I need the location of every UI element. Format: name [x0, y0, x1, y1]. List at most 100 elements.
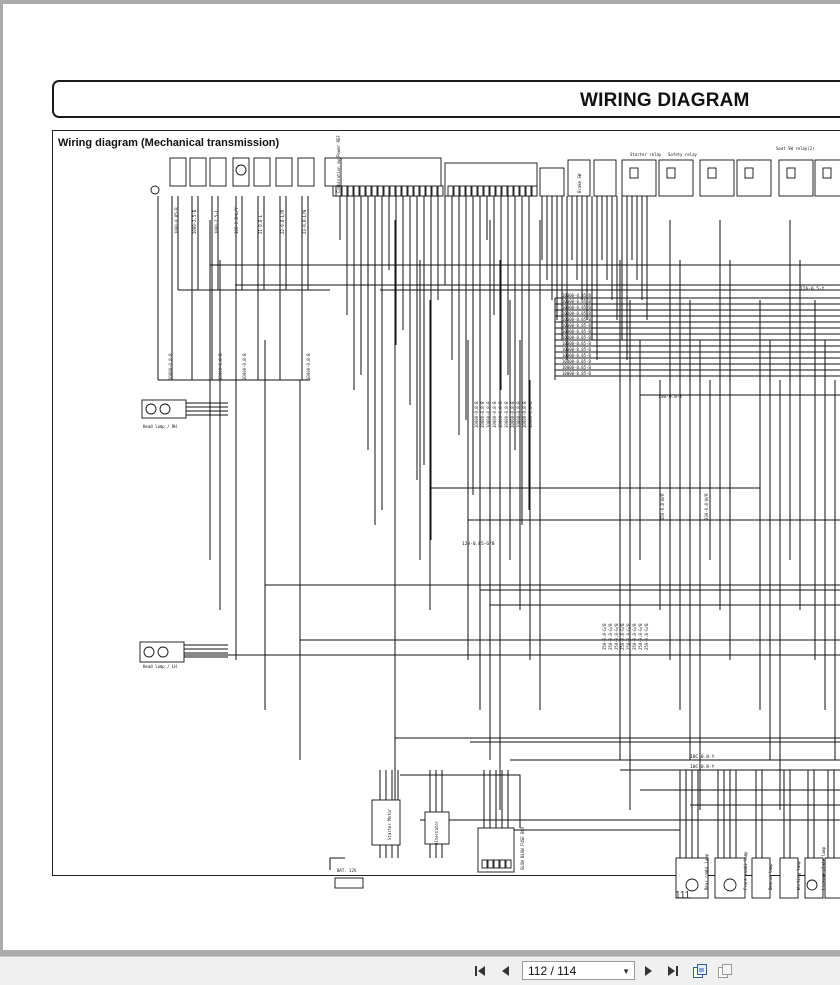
wiring-diagram: 10000-0.85-B10000-0.85-B10000-0.85-B1000…	[139, 135, 840, 899]
page-title: WIRING DIAGRAM	[580, 90, 750, 111]
bus-wire-label: 10000-0.85-B	[562, 293, 591, 298]
bus-wire-label: 10000-0.85-B	[562, 299, 591, 304]
wire-label: 10000-0.8-B	[504, 401, 509, 428]
fit-page-button[interactable]	[692, 963, 708, 979]
combination-switch	[324, 157, 342, 187]
bus-wire-label: 10000-0.85-B	[562, 347, 591, 352]
wire-label: 10000-0.8-B	[218, 353, 223, 380]
fuse	[481, 859, 488, 869]
fuse	[499, 859, 506, 869]
lamp-icon	[145, 403, 157, 415]
lamp-icon	[159, 403, 171, 415]
fuse	[487, 859, 494, 869]
wire-label: 21-0.8-L	[258, 214, 263, 234]
wire-label: 150-0.8-Y	[658, 394, 683, 400]
wire-label: 250-0.8-G/B	[602, 623, 607, 650]
connector-pin	[507, 185, 514, 197]
wire-segment	[329, 857, 345, 870]
wire-label: 10000-0.8-B	[492, 401, 497, 428]
connector-pin	[425, 185, 432, 197]
field-off-relay	[699, 159, 735, 197]
battery	[334, 877, 364, 889]
wire-label: 250-0.8-G/B	[626, 623, 631, 650]
connector-pin	[437, 185, 444, 197]
page-selector[interactable]: 112 / 114 ▼	[522, 961, 635, 980]
wire-label: 10000-0.8-B	[306, 353, 311, 380]
wire-label: 10000-0.8-B	[522, 401, 527, 428]
lamp-icon	[157, 646, 169, 658]
connector-pin	[501, 185, 508, 197]
wire-label: 10C-0.8-Y	[690, 754, 715, 760]
relay-coil	[707, 167, 717, 179]
fuel-sender	[189, 157, 207, 187]
lamp-icon	[685, 878, 699, 892]
viewer-toolbar: 112 / 114 ▼	[0, 956, 840, 985]
header-banner	[52, 80, 840, 118]
connector-pin	[353, 185, 360, 197]
water-separator	[297, 157, 315, 187]
starter-motor	[371, 799, 401, 846]
resistor-connector	[593, 159, 617, 197]
next-page-button[interactable]	[641, 963, 657, 979]
connector-pin	[513, 185, 520, 197]
connector-pin	[489, 185, 496, 197]
fuse	[505, 859, 512, 869]
wire-label: 250-0.8-G/B	[620, 623, 625, 650]
water-temp-switch	[253, 157, 271, 187]
wire-label: 23-0.8-L/W	[302, 209, 307, 234]
wire-label: 250-0.8-G/B	[644, 623, 649, 650]
connector-pin	[447, 185, 454, 197]
relay-coil	[744, 167, 754, 179]
horn	[169, 157, 187, 187]
components	[139, 157, 840, 899]
bus-wire-label: 10000-0.85-B	[562, 317, 591, 322]
connector-pin	[401, 185, 408, 197]
last-page-button[interactable]	[665, 963, 681, 979]
bus-wire-label: 10000-0.85-B	[562, 323, 591, 328]
diagram-frame	[52, 130, 840, 876]
wire-segment	[400, 774, 521, 828]
fuse	[493, 859, 500, 869]
component-label: Brake SW	[577, 173, 582, 193]
previous-page-button[interactable]	[497, 963, 513, 979]
wire-label: 250-0.8-G/B	[638, 623, 643, 650]
connector-pin	[525, 185, 532, 197]
bus-wire-label: 10000-0.85-B	[562, 335, 591, 340]
starter-relay	[621, 159, 657, 197]
bus-wire-label: 10000-0.85-B	[562, 359, 591, 364]
wire-label: 250-0.8-G/B	[614, 623, 619, 650]
first-page-icon	[475, 966, 485, 976]
connector-pin	[431, 185, 438, 197]
connector-pin	[419, 185, 426, 197]
wire-label: 22-0.8-L/R	[280, 209, 285, 234]
page-number: 111	[675, 890, 691, 901]
alternator	[424, 811, 450, 845]
wire-label: 10000-0.8-B	[474, 401, 479, 428]
wire-label: 1000-2.5-B	[192, 209, 197, 234]
connector-pin	[477, 185, 484, 197]
fit-page-icon	[693, 964, 707, 978]
lamp-icon	[723, 878, 737, 892]
wire-label: 10000-0.8-B	[510, 401, 515, 428]
bus-wire-label: 10000-0.85-B	[562, 341, 591, 346]
connector-pin	[519, 185, 526, 197]
wire-label: 12A-0.5-Y	[800, 286, 825, 292]
component-label: Safety relay	[668, 152, 697, 157]
wire-label: 10000-0.8-B	[242, 353, 247, 380]
chevron-down-icon: ▼	[622, 967, 630, 976]
connector-pin	[407, 185, 414, 197]
component-label: SLOW BLOW FUSE BOX	[520, 826, 525, 870]
tail-relay	[736, 159, 772, 197]
wire-label: 10C-0.8-Y	[690, 764, 715, 770]
connector-pin	[465, 185, 472, 197]
head-lamp-rh-label: Head lamp / RH	[143, 424, 177, 429]
fit-width-button[interactable]	[717, 963, 733, 979]
last-page-icon	[668, 966, 678, 976]
bus-wire-label: 10000-0.85-B	[562, 311, 591, 316]
battery-label: BAT. 12V	[337, 868, 357, 873]
first-page-button[interactable]	[472, 963, 488, 979]
connector-pin	[377, 185, 384, 197]
document-viewer[interactable]: WIRING DIAGRAM Wiring diagram (Mechanica…	[0, 0, 840, 956]
bus-wire-label: 10000-0.85-B	[562, 305, 591, 310]
connector-pin	[413, 185, 420, 197]
